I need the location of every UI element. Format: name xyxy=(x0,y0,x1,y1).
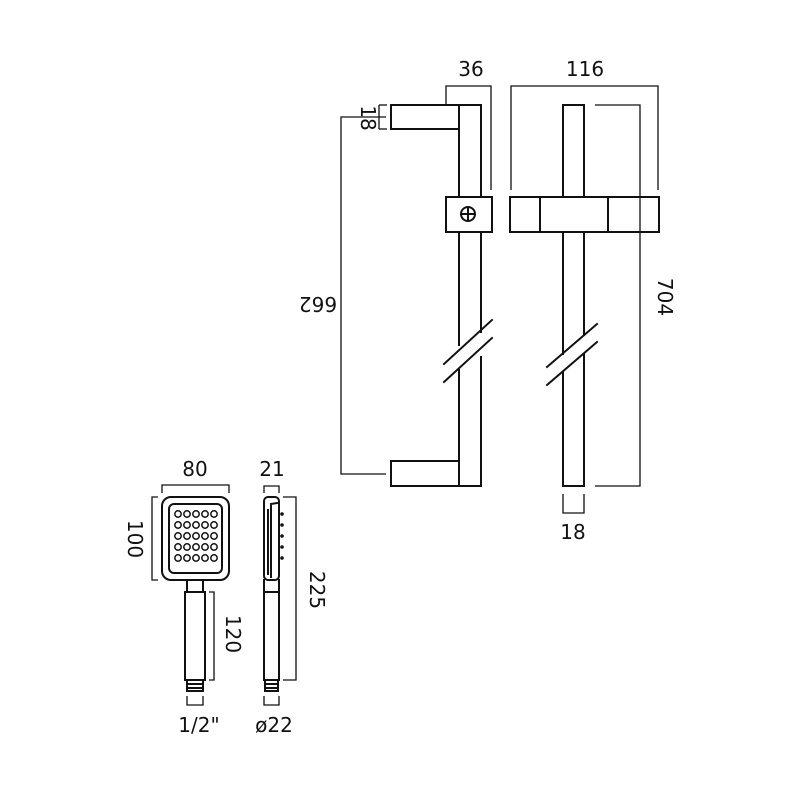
bottom-wall-bracket xyxy=(390,460,482,487)
dim-handset-overall-length: 225 xyxy=(283,496,329,681)
dim-label-18-bottom: 18 xyxy=(560,520,585,544)
side-nozzle-dot xyxy=(280,545,284,549)
spray-nozzle xyxy=(174,554,182,562)
spray-nozzle xyxy=(201,510,209,518)
spray-nozzle xyxy=(192,510,200,518)
spray-nozzle xyxy=(174,543,182,551)
dim-label-225: 225 xyxy=(305,571,329,609)
side-thread-connector xyxy=(264,679,279,692)
spray-nozzle xyxy=(192,554,200,562)
spray-nozzle xyxy=(183,521,191,529)
spray-nozzle xyxy=(201,554,209,562)
spray-nozzle xyxy=(210,543,218,551)
dim-handset-handle-length: 120 xyxy=(209,591,245,681)
spray-nozzle xyxy=(183,543,191,551)
front-break-line-2 xyxy=(545,340,599,387)
dim-label-120: 120 xyxy=(221,615,245,653)
spray-nozzle xyxy=(210,554,218,562)
side-nozzle-dots xyxy=(280,512,284,560)
dim-handset-side-depth: 21 xyxy=(259,457,285,493)
dim-handset-thread: 1/2" xyxy=(178,696,220,737)
dim-rail-diameter: 18 xyxy=(560,494,586,544)
front-break-line-1 xyxy=(545,322,599,369)
dim-bracket-thickness: 18 xyxy=(356,104,387,131)
rail-upper-segment xyxy=(458,104,482,198)
spray-nozzle xyxy=(174,532,182,540)
dim-label-diameter-22: ø22 xyxy=(255,713,293,737)
dim-handset-handle-diameter: ø22 xyxy=(255,696,293,737)
spray-nozzle xyxy=(192,521,200,529)
dim-rail-depth: 36 xyxy=(445,57,492,190)
handset-head-inner xyxy=(168,503,223,574)
dim-rail-width: 116 xyxy=(510,57,659,190)
handset-thread-connector xyxy=(186,679,204,692)
spray-nozzle xyxy=(192,532,200,540)
handset-handle xyxy=(184,591,206,681)
top-wall-bracket xyxy=(390,104,460,130)
front-rail-upper xyxy=(562,104,585,198)
dim-label-662: 662 xyxy=(299,292,337,316)
side-nozzle-dot xyxy=(280,523,284,527)
slider-knob-icon xyxy=(460,206,476,222)
spray-nozzle xyxy=(210,532,218,540)
break-mark-line-1 xyxy=(442,318,494,366)
dim-handset-width: 80 xyxy=(161,457,230,493)
dim-label-116: 116 xyxy=(566,57,604,81)
dim-label-18-vertical: 18 xyxy=(356,105,380,130)
spray-nozzle xyxy=(201,521,209,529)
dim-label-21: 21 xyxy=(259,457,284,481)
slider-bracket-side xyxy=(445,196,493,233)
spray-nozzle xyxy=(210,510,218,518)
side-nozzle-dot xyxy=(280,534,284,538)
dim-handset-head-height: 100 xyxy=(123,496,158,581)
spray-nozzle xyxy=(183,510,191,518)
dim-label-half-inch: 1/2" xyxy=(178,713,219,737)
spray-nozzle xyxy=(183,554,191,562)
spray-nozzle xyxy=(174,521,182,529)
handset-side-head xyxy=(263,496,280,581)
dim-rail-length: 704 xyxy=(595,104,677,487)
spray-nozzle xyxy=(174,510,182,518)
spray-nozzle xyxy=(183,532,191,540)
dim-label-100: 100 xyxy=(123,520,147,558)
dim-bracket-centres: 662 xyxy=(299,116,386,475)
break-mark-line-2 xyxy=(442,336,494,384)
dim-label-36: 36 xyxy=(458,57,483,81)
handset-head-outer xyxy=(161,496,230,581)
spray-nozzle xyxy=(201,532,209,540)
spray-nozzle xyxy=(201,543,209,551)
side-nozzle-dot xyxy=(280,512,284,516)
slider-bracket-front xyxy=(509,196,660,233)
side-profile-line-1 xyxy=(269,501,279,506)
spray-nozzle xyxy=(210,521,218,529)
handset-side-view xyxy=(263,496,284,692)
rail-side-view xyxy=(390,104,494,487)
rail-front-view xyxy=(509,104,660,487)
handset-front-view xyxy=(161,496,230,692)
dim-label-704: 704 xyxy=(653,278,677,316)
handset-side-handle xyxy=(263,591,280,681)
side-nozzle-dot xyxy=(280,556,284,560)
spray-nozzle xyxy=(192,543,200,551)
spray-nozzle-grid xyxy=(174,510,218,562)
dim-label-80: 80 xyxy=(182,457,207,481)
